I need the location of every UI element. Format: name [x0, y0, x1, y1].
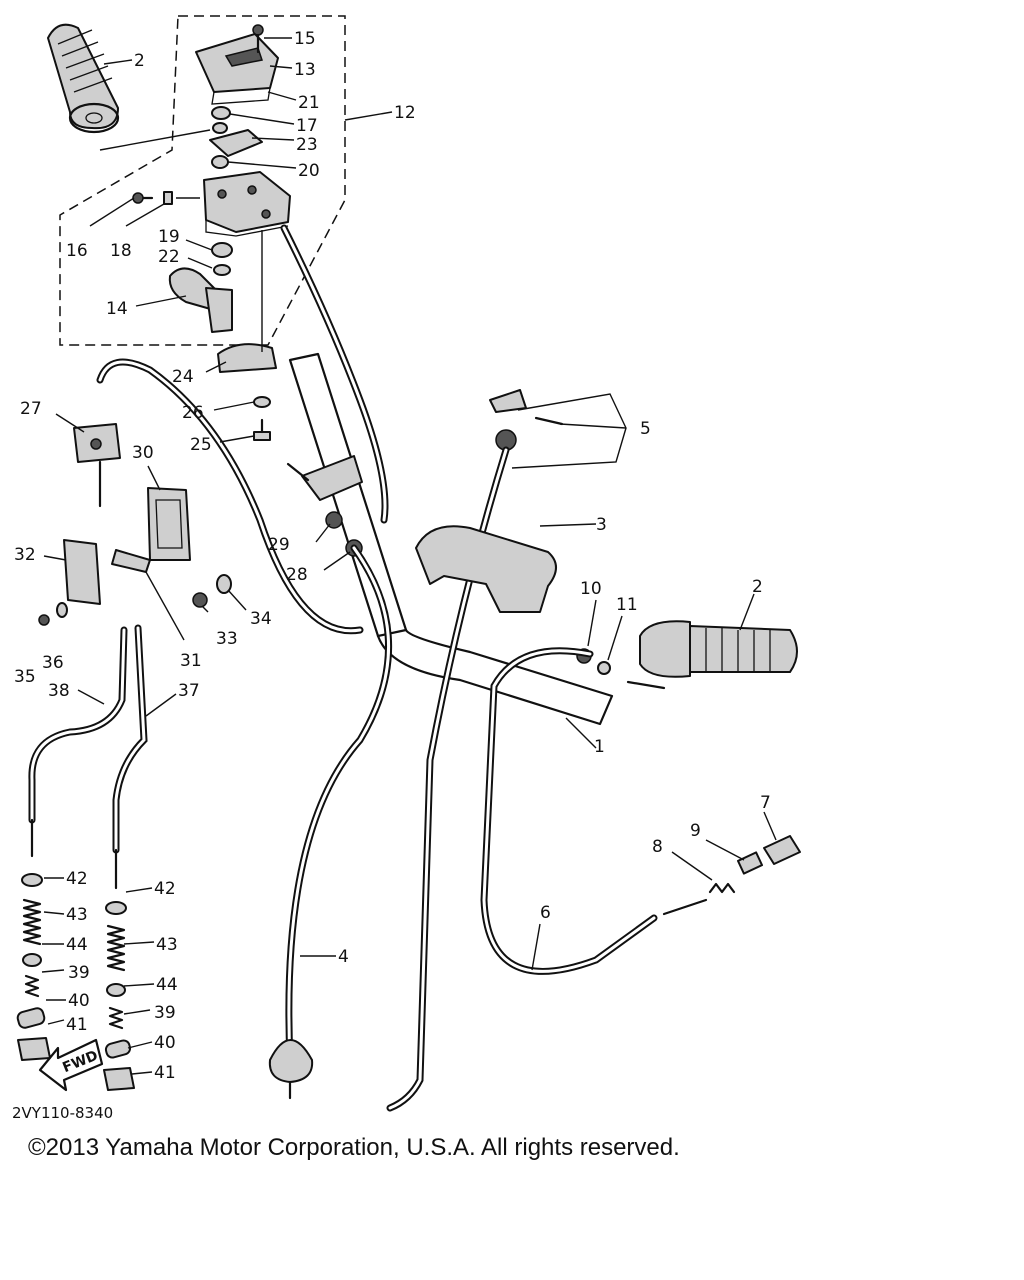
screw-33 — [192, 592, 208, 608]
choke-holder-27 — [73, 423, 121, 508]
part-20 — [211, 155, 229, 169]
screw-16 — [132, 192, 154, 204]
callout-2-left: 2 — [134, 51, 145, 71]
callout-6: 6 — [540, 903, 551, 923]
callout-25: 25 — [190, 435, 212, 455]
fwd-arrow: FWD — [38, 1038, 104, 1092]
callout-22: 22 — [158, 247, 180, 267]
washer-36 — [56, 602, 68, 618]
callout-7: 7 — [760, 793, 771, 813]
callout-42-right: 42 — [154, 879, 176, 899]
part-7 — [763, 835, 801, 865]
clamp-24 — [217, 343, 277, 373]
callout-10: 10 — [580, 579, 602, 599]
callout-15: 15 — [294, 29, 316, 49]
callout-4: 4 — [338, 947, 349, 967]
callout-34: 34 — [250, 609, 272, 629]
part-17b — [212, 122, 228, 134]
callout-36: 36 — [42, 653, 64, 673]
assembly-12-outline — [59, 15, 346, 346]
switch-cover — [195, 33, 279, 105]
screw-15 — [252, 24, 264, 54]
callout-18: 18 — [110, 241, 132, 261]
bolt-25 — [253, 418, 271, 441]
screw-35 — [38, 614, 50, 626]
callout-16: 16 — [66, 241, 88, 261]
callout-8: 8 — [652, 837, 663, 857]
part-17 — [211, 106, 231, 120]
copyright-notice: ©2013 Yamaha Motor Corporation, U.S.A. A… — [28, 1134, 680, 1161]
callout-1: 1 — [594, 737, 605, 757]
stack-left — [16, 873, 51, 1061]
switch-housing — [203, 171, 291, 237]
callout-43-left: 43 — [66, 905, 88, 925]
throttle-housing — [301, 455, 363, 557]
washer-34 — [216, 574, 232, 594]
cable-27 — [96, 358, 364, 635]
callout-21: 21 — [298, 93, 320, 113]
callout-35: 35 — [14, 667, 36, 687]
bracket-30 — [147, 487, 191, 561]
callout-3: 3 — [596, 515, 607, 535]
spring-8 — [708, 882, 736, 894]
part-9 — [736, 851, 764, 875]
callout-38: 38 — [48, 681, 70, 701]
callout-27: 27 — [20, 399, 42, 419]
callout-42-left: 42 — [66, 869, 88, 889]
callout-5: 5 — [640, 419, 651, 439]
callout-13: 13 — [294, 60, 316, 80]
callout-17: 17 — [296, 116, 318, 136]
callout-2-right: 2 — [752, 577, 763, 597]
callout-37: 37 — [178, 681, 200, 701]
callout-11: 11 — [616, 595, 638, 615]
part-19 — [211, 242, 233, 258]
callouts: 1 2 2 3 4 5 6 7 8 9 10 11 12 13 14 15 16… — [14, 29, 771, 1083]
callout-19: 19 — [158, 227, 180, 247]
callout-32: 32 — [14, 545, 36, 565]
adjuster-11 — [597, 661, 611, 675]
callout-29: 29 — [268, 535, 290, 555]
callout-12: 12 — [394, 103, 416, 123]
plate-32 — [63, 539, 101, 605]
callout-44-right: 44 — [156, 975, 178, 995]
callout-40-right: 40 — [154, 1033, 176, 1053]
callout-14: 14 — [106, 299, 128, 319]
callout-20: 20 — [298, 161, 320, 181]
part-22 — [213, 264, 231, 276]
stack-right — [103, 901, 135, 1091]
callout-26: 26 — [182, 403, 204, 423]
callout-39-right: 39 — [154, 1003, 176, 1023]
callout-28: 28 — [286, 565, 308, 585]
callout-40-left: 40 — [68, 991, 90, 1011]
cable-5 — [386, 389, 564, 1112]
right-grip — [639, 620, 798, 678]
left-grip — [47, 23, 120, 134]
washer-26 — [253, 396, 271, 408]
cable-main — [280, 224, 389, 524]
cable-4 — [268, 544, 393, 1100]
contact-plate-23 — [209, 129, 263, 157]
callout-44-left: 44 — [66, 935, 88, 955]
callout-30: 30 — [132, 443, 154, 463]
callout-31: 31 — [180, 651, 202, 671]
callout-41-right: 41 — [154, 1063, 176, 1083]
reference-code: 2VY110-8340 — [12, 1104, 113, 1122]
hose-38 — [28, 626, 128, 858]
callout-33: 33 — [216, 629, 238, 649]
handlebar-pad — [415, 525, 557, 613]
hose-37 — [112, 624, 148, 890]
cable-6 — [480, 647, 708, 975]
callout-23: 23 — [296, 135, 318, 155]
callout-24: 24 — [172, 367, 194, 387]
leader-lines — [41, 37, 777, 1075]
lever-14 — [168, 267, 233, 333]
part-18 — [163, 191, 173, 205]
callout-41-left: 41 — [66, 1015, 88, 1035]
part-31 — [111, 549, 151, 573]
callout-43-right: 43 — [156, 935, 178, 955]
callout-9: 9 — [690, 821, 701, 841]
callout-39-left: 39 — [68, 963, 90, 983]
